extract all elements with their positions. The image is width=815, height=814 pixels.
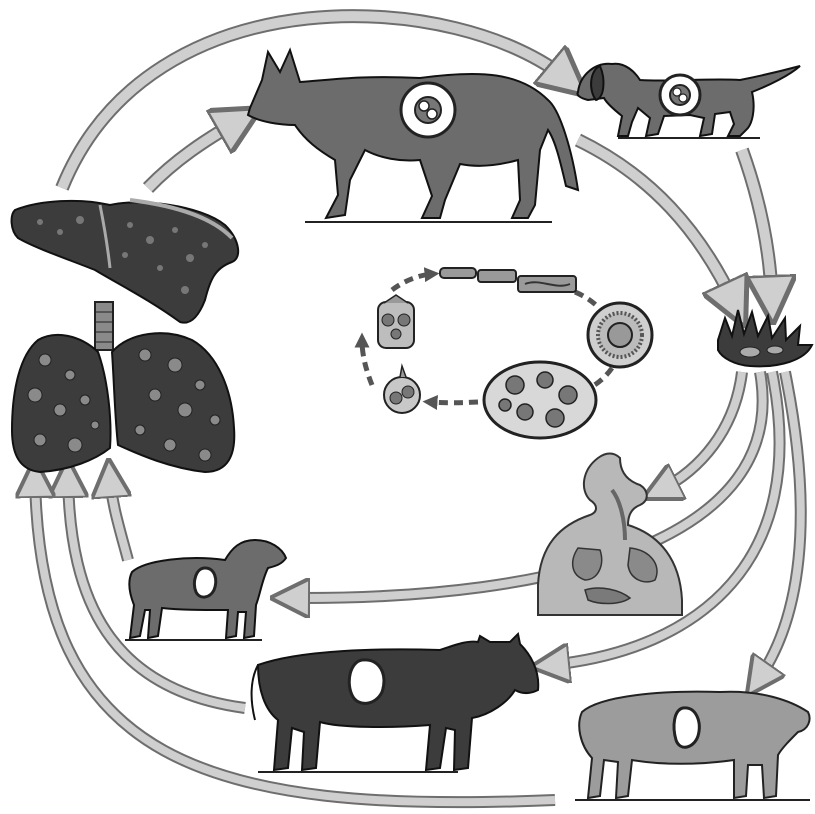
scolex-icon — [378, 295, 414, 348]
arrow-liver-to-wolf — [148, 120, 240, 188]
grass-icon — [718, 310, 812, 366]
dog-icon — [577, 64, 800, 138]
sheep-icon — [125, 540, 286, 640]
egg-icon — [588, 303, 652, 367]
wolf-icon — [248, 50, 578, 222]
arrow-dog-to-grass — [742, 150, 772, 300]
arrow-grass-to-human — [660, 372, 742, 490]
arrow-wolf-to-grass — [578, 140, 735, 305]
pig-icon — [575, 692, 810, 800]
parasite-cycle — [362, 268, 652, 438]
hydatid-cyst-icon — [484, 362, 596, 438]
adult-tapeworm-icon — [440, 268, 576, 292]
lungs-icon — [12, 302, 234, 472]
arrow-sheep-to-lungs — [110, 478, 128, 560]
liver-icon — [12, 200, 239, 323]
cow-icon — [252, 634, 539, 772]
protoscolex-icon — [384, 366, 420, 413]
